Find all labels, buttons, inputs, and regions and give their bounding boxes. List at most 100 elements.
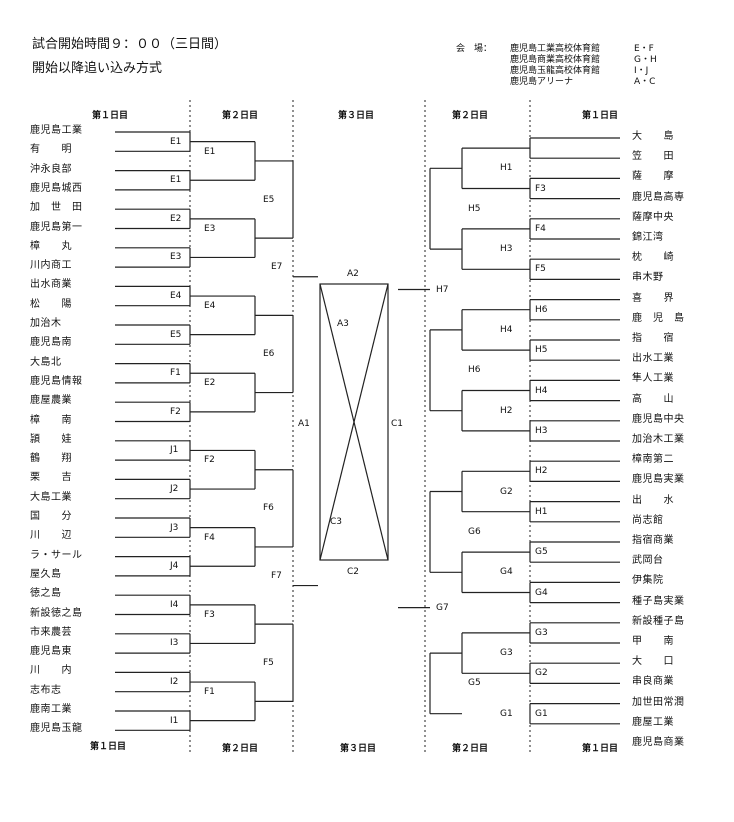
match-code: E1 — [170, 136, 182, 147]
team-name: 大 島 — [632, 131, 674, 142]
team-name: 鹿児島東 — [30, 646, 72, 658]
team-name: 鹿児島高専 — [632, 191, 685, 203]
match-code: F5 — [263, 657, 274, 668]
match-code: H4 — [535, 385, 548, 396]
team-name: 鹿児島情報 — [30, 375, 83, 387]
match-code: C2 — [347, 567, 360, 577]
match-code: G2 — [535, 668, 548, 679]
match-code: H3 — [500, 244, 513, 255]
team-name: 加治木工業 — [632, 434, 685, 445]
team-name: 鹿児島商業 — [632, 737, 685, 748]
match-code: I3 — [170, 638, 179, 649]
match-code: F2 — [170, 406, 181, 417]
team-name: 国 分 — [30, 511, 72, 522]
match-code: I2 — [170, 677, 179, 688]
match-code: H1 — [535, 506, 548, 517]
match-code: E3 — [170, 252, 182, 263]
match-code: F7 — [271, 570, 282, 581]
day2-footer-right: 第２日目 — [452, 744, 489, 754]
team-name: 指宿商業 — [632, 535, 674, 546]
match-code: H1 — [500, 163, 513, 174]
team-name: 鹿児島城西 — [30, 182, 83, 194]
team-name: 伊集院 — [632, 575, 664, 587]
venue-code: I・J — [634, 66, 649, 76]
match-code: J3 — [170, 522, 179, 533]
team-name: 鹿児島南 — [30, 337, 72, 349]
team-name: 鹿児島工業 — [30, 125, 83, 136]
team-name: 鶴 翔 — [30, 453, 72, 465]
match-code: C3 — [330, 517, 343, 527]
team-name: 薩摩中央 — [632, 211, 674, 223]
match-code: E6 — [263, 348, 275, 359]
team-name: 鹿児島玉龍 — [30, 723, 83, 735]
team-name: 大島北 — [30, 356, 62, 368]
venue-code: G・H — [634, 55, 657, 65]
match-code: G2 — [500, 486, 513, 497]
team-name: 指 宿 — [632, 333, 674, 344]
match-code: F2 — [204, 455, 215, 466]
team-name: ラ・サール — [30, 549, 83, 561]
team-name: 出水工業 — [632, 353, 674, 365]
match-code: F4 — [535, 223, 546, 234]
match-code: F1 — [170, 368, 181, 379]
venue-name: 鹿児島アリーナ — [510, 77, 574, 87]
team-name: 大 口 — [632, 656, 674, 668]
team-name: 樟 南 — [30, 414, 72, 426]
team-name: 川内商工 — [30, 260, 72, 272]
team-name: 鹿 児 島 — [632, 312, 685, 324]
match-code: H7 — [436, 284, 449, 295]
team-name: 松 陽 — [30, 298, 72, 310]
match-code: G5 — [535, 547, 548, 558]
match-code: H5 — [535, 345, 548, 356]
team-name: 沖永良部 — [30, 163, 72, 175]
team-name: 市来農芸 — [30, 626, 72, 638]
match-code: H6 — [535, 304, 548, 315]
venue-name: 鹿児島玉龍高校体育館 — [510, 66, 601, 76]
match-code: H5 — [468, 203, 481, 214]
match-code: E2 — [204, 378, 216, 389]
match-code: G1 — [500, 708, 513, 719]
match-code: E5 — [170, 329, 182, 340]
match-code: J2 — [170, 484, 179, 495]
team-name: 鹿児島実業 — [632, 474, 685, 486]
match-code: J4 — [170, 561, 179, 572]
match-code: G6 — [468, 526, 481, 537]
bracket-line — [319, 283, 389, 561]
match-code: G1 — [535, 708, 548, 719]
match-code: I4 — [170, 599, 179, 610]
team-name: 笠 田 — [632, 151, 674, 163]
match-code: E1 — [170, 175, 182, 186]
match-code: H6 — [468, 365, 481, 376]
team-name: 鹿屋農業 — [30, 395, 72, 407]
team-name: 種子島実業 — [632, 595, 685, 607]
match-code: G3 — [500, 648, 513, 659]
day1-header-right: 第１日目 — [582, 111, 619, 121]
match-code: H3 — [535, 425, 548, 436]
team-name: 串良商業 — [632, 676, 674, 688]
team-name: 串木野 — [632, 272, 664, 284]
team-name: 頴 娃 — [30, 433, 72, 445]
team-name: 栗 吉 — [30, 472, 72, 484]
match-code: F3 — [204, 609, 215, 620]
venue-name: 鹿児島工業高校体育館 — [510, 44, 601, 54]
team-name: 樟 丸 — [30, 240, 72, 252]
final-box — [319, 283, 389, 561]
day2-header-right: 第２日目 — [452, 111, 489, 121]
match-code: E7 — [271, 261, 283, 272]
match-code: A3 — [337, 319, 349, 329]
match-code: I1 — [170, 715, 179, 726]
day3-header: 第３日目 — [338, 111, 375, 121]
match-code: E3 — [204, 223, 216, 234]
team-name: 志布志 — [30, 684, 62, 696]
day2-footer-left: 第２日目 — [222, 744, 259, 754]
match-code: G3 — [535, 627, 548, 638]
match-code: H4 — [500, 324, 513, 335]
match-code: F4 — [204, 532, 215, 543]
day3-footer: 第３日目 — [340, 744, 377, 754]
match-code: A1 — [298, 419, 310, 429]
team-name: 川 内 — [30, 665, 72, 677]
match-code: F3 — [535, 183, 546, 194]
day2-header-left: 第２日目 — [222, 111, 259, 121]
